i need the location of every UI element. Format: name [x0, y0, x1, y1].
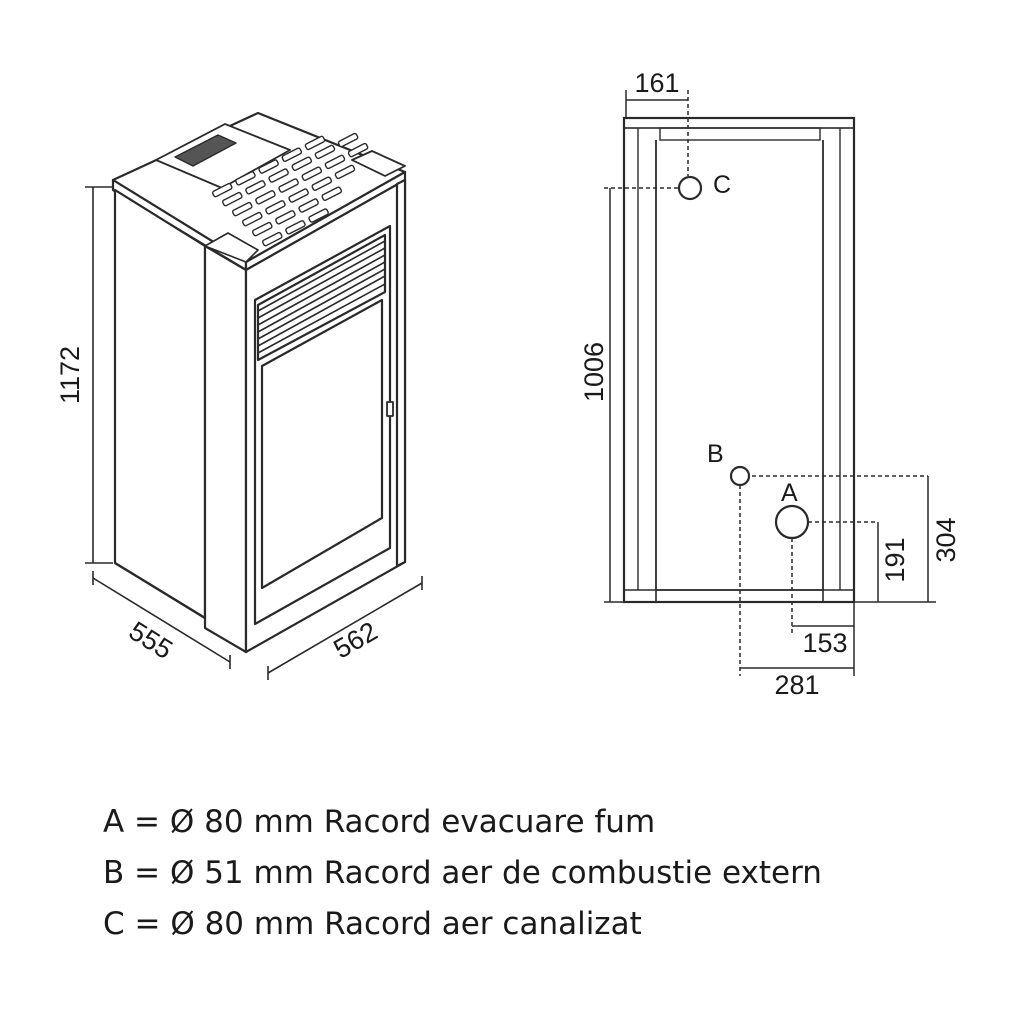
- stove-top-grille: [211, 132, 369, 247]
- stove-control-panel: [155, 123, 291, 189]
- dim-b-height: 304: [931, 517, 961, 562]
- dim-a-height: 191: [880, 537, 910, 582]
- connection-a-hole: [774, 504, 810, 540]
- rear-top-band: [659, 127, 821, 141]
- rear-outer-body: [622, 116, 856, 604]
- dim-depth: 555: [124, 616, 178, 665]
- legend-item-a: A = Ø 80 mm Racord evacuare fum: [103, 804, 656, 840]
- dim-a-offset: 153: [802, 628, 847, 658]
- stove-top-collar: [351, 150, 406, 177]
- legend-item-b: B = Ø 51 mm Racord aer de combustie exte…: [103, 855, 822, 891]
- dim-width: 562: [328, 616, 382, 665]
- stove-isometric-view: [111, 111, 407, 654]
- stove-side-panel: [113, 188, 207, 620]
- stove-front-pillar: [203, 244, 248, 654]
- connection-labels: C B A: [707, 171, 798, 507]
- stove-base: [114, 562, 206, 619]
- legend-item-c: C = Ø 80 mm Racord aer canalizat: [103, 906, 642, 942]
- connection-c-label: C: [713, 171, 731, 199]
- dim-line-depth: [92, 577, 231, 663]
- stove-louvres: [257, 240, 386, 354]
- connection-b-label: B: [707, 440, 724, 468]
- stove-right-edge: [395, 178, 407, 568]
- stove-door-handle: [386, 401, 394, 417]
- dim-total-height: 1172: [55, 346, 85, 404]
- stove-rear-view: [622, 116, 856, 604]
- right-dimension-lines: [604, 90, 936, 676]
- connection-c-hole: [677, 175, 703, 201]
- dim-c-height: 1006: [579, 342, 609, 402]
- right-dimension-labels: 161 1006 304 191 153 281: [579, 68, 961, 700]
- dim-line-width: [267, 582, 423, 674]
- left-dimension-lines: [85, 186, 423, 680]
- stove-door: [260, 298, 384, 590]
- connection-b-hole: [729, 465, 751, 487]
- stove-display: [174, 134, 237, 167]
- stove-top-step: [204, 232, 259, 263]
- connection-a-label: A: [781, 479, 798, 507]
- dim-b-offset: 281: [774, 670, 819, 700]
- connection-legend: A = Ø 80 mm Racord evacuare fum B = Ø 51…: [103, 797, 963, 950]
- dim-c-offset: 161: [634, 68, 679, 98]
